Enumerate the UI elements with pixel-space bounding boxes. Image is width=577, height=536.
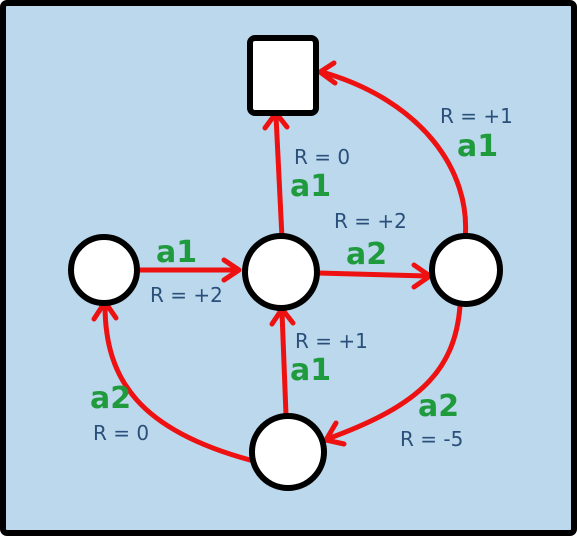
edge-center-to-terminal-action: a1: [290, 169, 331, 204]
edge-bottom-to-center-action: a1: [290, 353, 331, 388]
edge-left-to-center-reward: R = +2: [150, 283, 223, 307]
arrowhead-right-to-bottom: [323, 420, 347, 447]
edge-right-to-terminal-action: a1: [457, 129, 498, 164]
terminal-node: [247, 35, 319, 116]
nodes-layer: [68, 35, 503, 491]
state-node-bottom: [249, 413, 327, 491]
edge-center-to-terminal-reward: R = 0: [294, 145, 350, 169]
edge-bottom-to-left-action: a2: [90, 381, 131, 416]
edge-right-to-bottom-reward: R = -5: [400, 427, 463, 451]
edge-center-to-terminal: [273, 113, 285, 241]
state-node-center: [242, 233, 320, 311]
edge-right-to-terminal: [319, 69, 469, 243]
edge-right-to-terminal-reward: R = +1: [440, 104, 513, 128]
edge-right-to-bottom: [327, 303, 463, 441]
edge-bottom-to-center: [279, 309, 289, 418]
arrowhead-left-to-center: [221, 257, 242, 283]
edge-bottom-to-left-reward: R = 0: [93, 421, 149, 445]
edge-center-to-right-action: a2: [346, 237, 387, 272]
edge-bottom-to-left: [102, 302, 253, 463]
state-node-right: [429, 233, 503, 307]
edge-bottom-to-center-reward: R = +1: [295, 329, 368, 353]
edge-left-to-center-action: a1: [156, 235, 197, 270]
state-node-left: [68, 234, 140, 306]
edge-right-to-bottom-action: a2: [418, 389, 459, 424]
arrowhead-right-to-terminal: [317, 60, 338, 86]
labels-layer: a1 R = +2 R = 0 a1 R = +2 a2 R = +1 a1 R…: [90, 104, 513, 451]
edge-center-to-right: [315, 270, 430, 279]
edge-center-to-right-reward: R = +2: [334, 209, 407, 233]
